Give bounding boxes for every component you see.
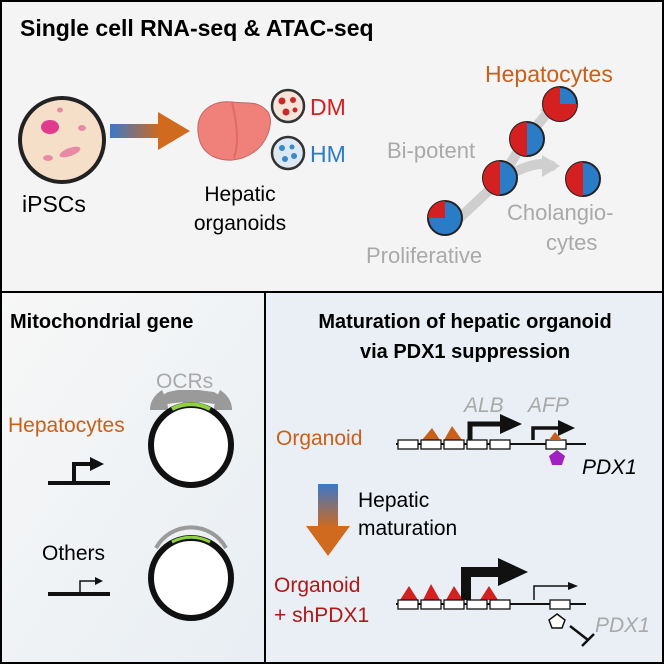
- cell-intermediate-icon: [509, 121, 545, 157]
- ipsc-label: iPSCs: [22, 191, 86, 217]
- right-panel-title-line1: Maturation of hepatic organoid: [318, 311, 611, 333]
- organoid-label-line1: Hepatic: [204, 183, 275, 206]
- mtdna-circle-hepatocyte: [148, 402, 234, 488]
- shpdx1-label-line2: + shPDX1: [274, 604, 369, 627]
- afp-label: AFP: [526, 394, 569, 417]
- open-region-highlight: [171, 402, 211, 411]
- proliferative-label: Proliferative: [366, 243, 482, 268]
- ocr-peak-right: [214, 390, 232, 410]
- hepatocytes-label: Hepatocytes: [8, 414, 125, 437]
- shpdx1-gene-track: [396, 558, 595, 647]
- cell-hepatocyte-icon: [542, 86, 578, 122]
- ocr-peak-left: [150, 390, 168, 410]
- cell-bipotent-icon: [482, 160, 518, 196]
- maturation-label-line2: maturation: [358, 517, 457, 540]
- differentiation-arrow: [110, 112, 190, 150]
- ocr-peak-shape: [152, 390, 230, 408]
- top-panel-title: Single cell RNA-seq & ATAC-seq: [20, 15, 374, 41]
- pdx1-label-bottom: PDX1: [595, 614, 650, 637]
- maturation-label-line1: Hepatic: [358, 489, 429, 512]
- left-panel-bg: [2, 293, 264, 662]
- cholangio-label-line1: Cholangio-: [507, 200, 613, 225]
- alb-label: ALB: [462, 394, 504, 417]
- dm-label: DM: [310, 94, 346, 120]
- trajectory-arrowhead-right: [542, 155, 560, 177]
- organoid-label-line2: organoids: [194, 212, 286, 235]
- left-panel-title: Mitochondrial gene: [10, 311, 193, 333]
- organoid-label: Organoid: [276, 427, 362, 450]
- others-label: Others: [42, 542, 105, 565]
- hm-medium-icon: [270, 135, 306, 171]
- top-panel-bg: [2, 2, 662, 291]
- liver-lobe-line: [231, 101, 239, 159]
- liver-organoid-icon: [197, 101, 271, 161]
- strong-promoter-icon: [48, 457, 110, 485]
- right-panel-title-line2: via PDX1 suppression: [360, 341, 570, 363]
- ocrs-label: OCRs: [156, 370, 213, 393]
- ipsc-dish-icon: [18, 96, 106, 184]
- organoid-gene-track: [396, 414, 586, 465]
- shpdx1-label-line1: Organoid: [274, 574, 360, 597]
- cell-cholangiocyte-icon: [565, 161, 601, 197]
- hepatocytes-trajectory-label: Hepatocytes: [485, 61, 613, 87]
- closed-region-highlight: [171, 535, 211, 544]
- dm-medium-icon: [270, 88, 306, 124]
- weak-promoter-icon: [48, 577, 110, 596]
- pdx1-label: PDX1: [582, 456, 637, 479]
- cholangio-label-line2: cytes: [546, 230, 597, 255]
- bipotent-label: Bi-potent: [387, 138, 475, 163]
- hm-label: HM: [310, 141, 346, 167]
- closed-region-shade: [154, 525, 228, 550]
- maturation-arrow: [306, 484, 350, 556]
- mtdna-circle-others: [148, 535, 234, 621]
- cell-proliferative-icon: [427, 200, 463, 236]
